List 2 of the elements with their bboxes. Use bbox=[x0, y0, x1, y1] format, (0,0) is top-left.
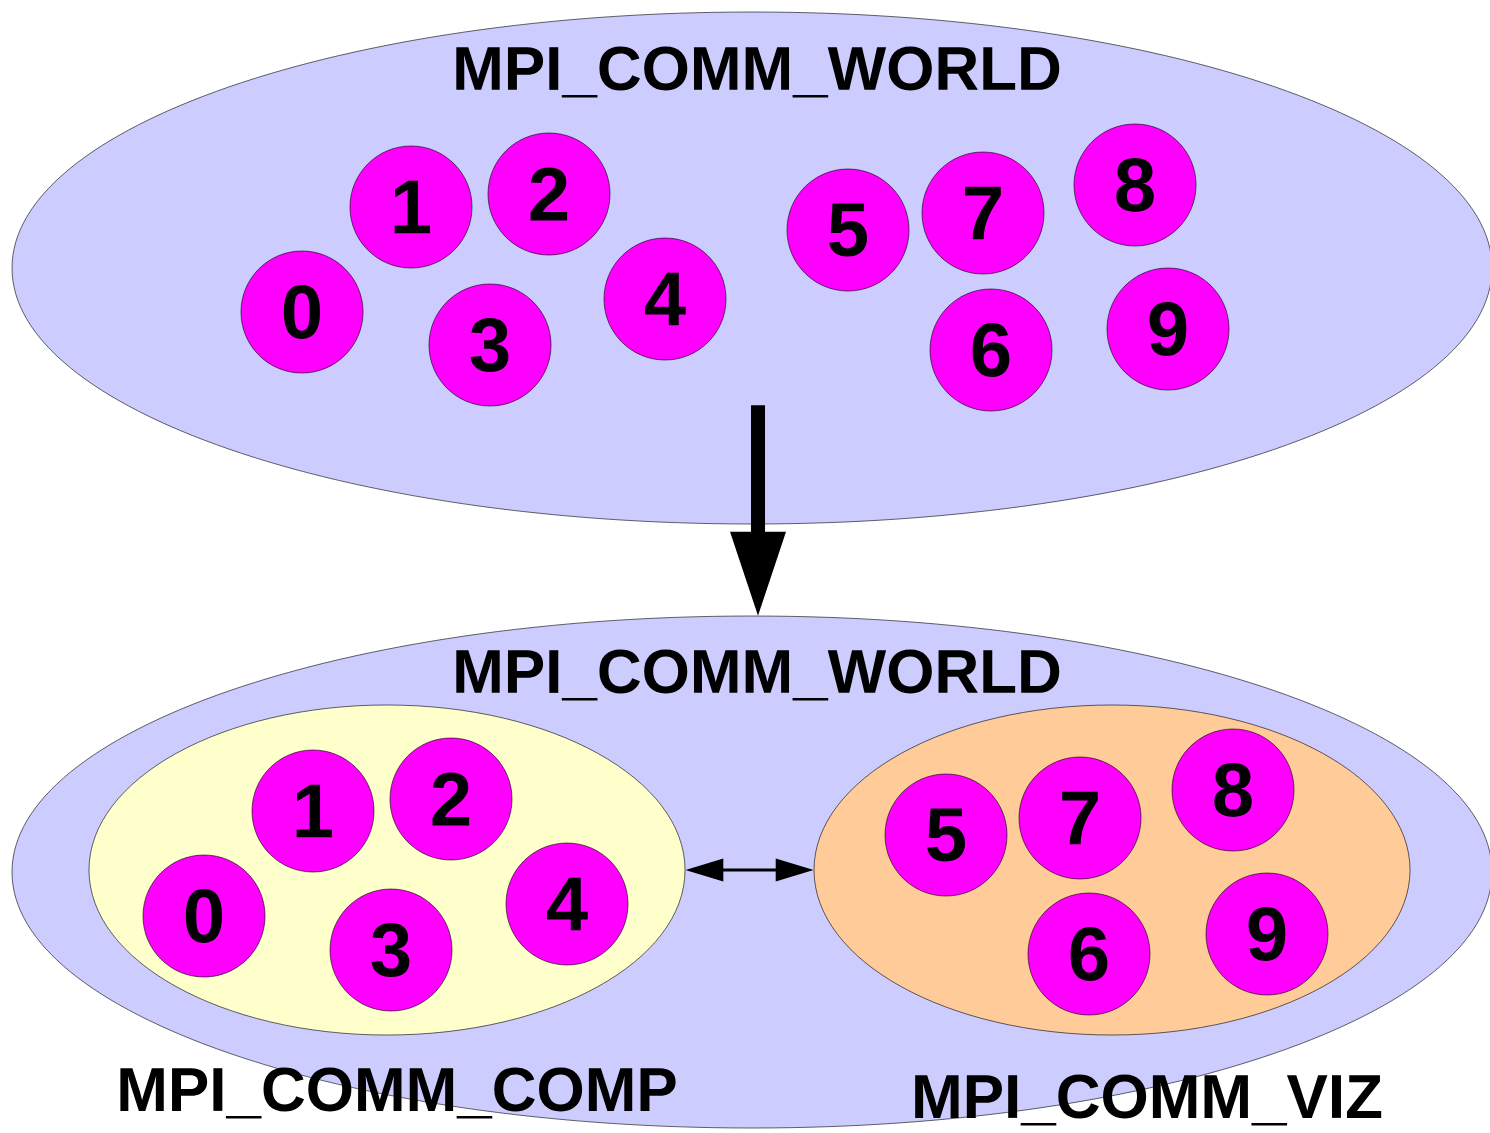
arrow bbox=[730, 405, 786, 616]
node-label: MPI_COMM_COMP bbox=[120, 1067, 676, 1119]
